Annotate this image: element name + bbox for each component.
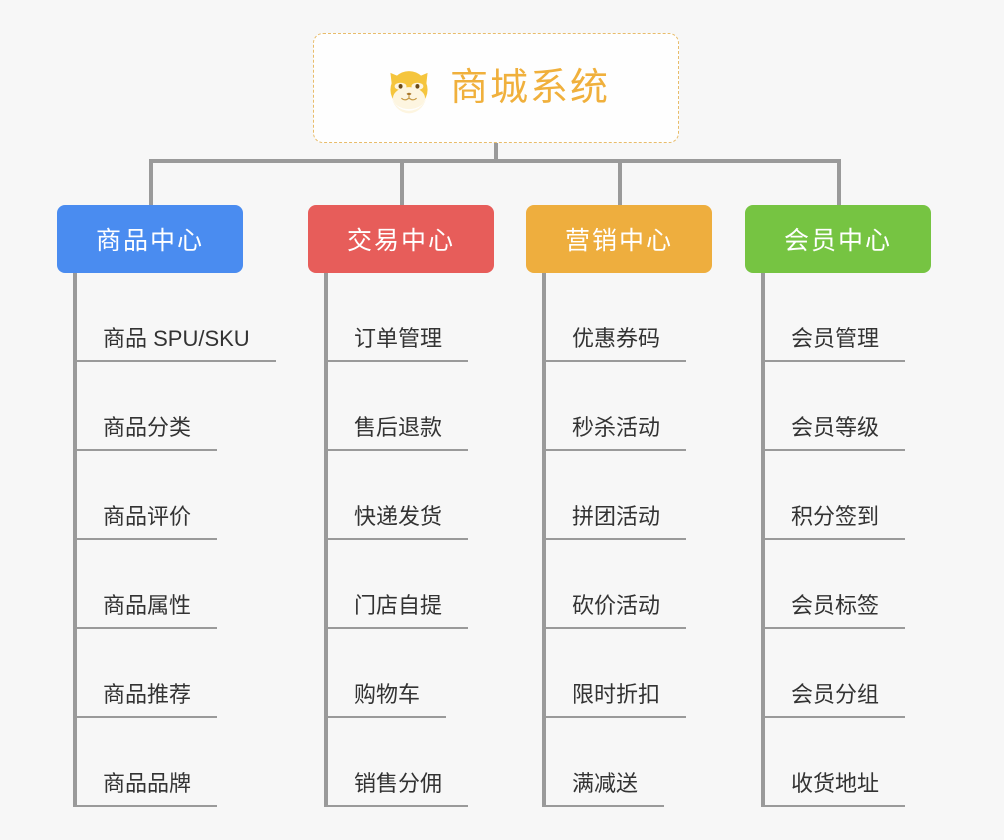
leaf-label: 门店自提 [328,595,469,629]
list-item[interactable]: 积分签到 [745,451,931,540]
list-item[interactable]: 商品推荐 [57,629,243,718]
leaf-label: 售后退款 [328,417,469,451]
leaf-label: 会员等级 [765,417,906,451]
list-item[interactable]: 商品分类 [57,362,243,451]
category-label: 营销中心 [564,227,673,255]
leaf-label: 限时折扣 [546,684,687,718]
list-item[interactable]: 会员分组 [745,629,931,718]
connector-drop-2 [400,159,404,205]
leaf-label: 拼团活动 [546,506,687,540]
list-item[interactable]: 砍价活动 [526,540,712,629]
list-item[interactable]: 商品品牌 [57,718,243,807]
category-column-trade: 交易中心 订单管理 售后退款 快递发货 门店自提 购物车 销售分佣 [308,205,494,807]
root-title: 商城系统 [449,67,610,109]
list-item[interactable]: 限时折扣 [526,629,712,718]
leaf-label: 商品评价 [77,506,218,540]
category-column-product: 商品中心 商品 SPU/SKU 商品分类 商品评价 商品属性 商品推荐 商品品牌 [57,205,276,807]
list-item[interactable]: 秒杀活动 [526,362,712,451]
leaf-list-member: 会员管理 会员等级 积分签到 会员标签 会员分组 收货地址 [745,273,931,807]
leaf-list-marketing: 优惠券码 秒杀活动 拼团活动 砍价活动 限时折扣 满减送 [526,273,712,807]
list-item[interactable]: 优惠券码 [526,273,712,362]
list-item[interactable]: 快递发货 [308,451,494,540]
leaf-label: 快递发货 [328,506,469,540]
leaf-label: 商品推荐 [77,684,218,718]
list-item[interactable]: 购物车 [308,629,494,718]
leaf-label: 销售分佣 [328,773,469,807]
connector-root-stem [494,143,498,162]
list-item[interactable]: 商品属性 [57,540,243,629]
connector-drop-4 [837,159,841,205]
list-item[interactable]: 门店自提 [308,540,494,629]
category-label: 会员中心 [783,227,892,255]
branch-trunk-product [73,273,77,807]
list-item[interactable]: 会员等级 [745,362,931,451]
leaf-label: 收货地址 [765,773,906,807]
leaf-list-trade: 订单管理 售后退款 快递发货 门店自提 购物车 销售分佣 [308,273,494,807]
leaf-label: 会员分组 [765,684,906,718]
list-item[interactable]: 会员管理 [745,273,931,362]
leaf-label: 砍价活动 [546,595,687,629]
branch-trunk-member [761,273,765,807]
category-header-product[interactable]: 商品中心 [57,205,243,273]
leaf-label: 商品属性 [77,595,218,629]
shiba-dog-icon [382,61,436,115]
list-item[interactable]: 拼团活动 [526,451,712,540]
leaf-label: 会员标签 [765,595,906,629]
category-label: 商品中心 [95,227,204,255]
category-column-member: 会员中心 会员管理 会员等级 积分签到 会员标签 会员分组 收货地址 [745,205,931,807]
connector-horizontal-bus [149,159,841,163]
list-item[interactable]: 销售分佣 [308,718,494,807]
category-header-trade[interactable]: 交易中心 [308,205,494,273]
category-header-marketing[interactable]: 营销中心 [526,205,712,273]
leaf-label: 商品品牌 [77,773,218,807]
leaf-label: 满减送 [546,773,665,807]
category-header-member[interactable]: 会员中心 [745,205,931,273]
leaf-label: 订单管理 [328,328,469,362]
category-column-marketing: 营销中心 优惠券码 秒杀活动 拼团活动 砍价活动 限时折扣 满减送 [526,205,712,807]
leaf-list-product: 商品 SPU/SKU 商品分类 商品评价 商品属性 商品推荐 商品品牌 [57,273,276,807]
list-item[interactable]: 商品 SPU/SKU [57,273,276,362]
root-node[interactable]: 商城系统 [313,33,679,143]
list-item[interactable]: 订单管理 [308,273,494,362]
list-item[interactable]: 商品评价 [57,451,243,540]
connector-drop-3 [618,159,622,205]
list-item[interactable]: 收货地址 [745,718,931,807]
category-label: 交易中心 [346,227,455,255]
leaf-label: 会员管理 [765,328,906,362]
leaf-label: 积分签到 [765,506,906,540]
list-item[interactable]: 会员标签 [745,540,931,629]
branch-trunk-trade [324,273,328,807]
branch-trunk-marketing [542,273,546,807]
leaf-label: 购物车 [328,684,447,718]
leaf-label: 秒杀活动 [546,417,687,451]
list-item[interactable]: 售后退款 [308,362,494,451]
leaf-label: 商品 SPU/SKU [77,328,276,362]
leaf-label: 商品分类 [77,417,218,451]
connector-drop-1 [149,159,153,205]
leaf-label: 优惠券码 [546,328,687,362]
list-item[interactable]: 满减送 [526,718,712,807]
